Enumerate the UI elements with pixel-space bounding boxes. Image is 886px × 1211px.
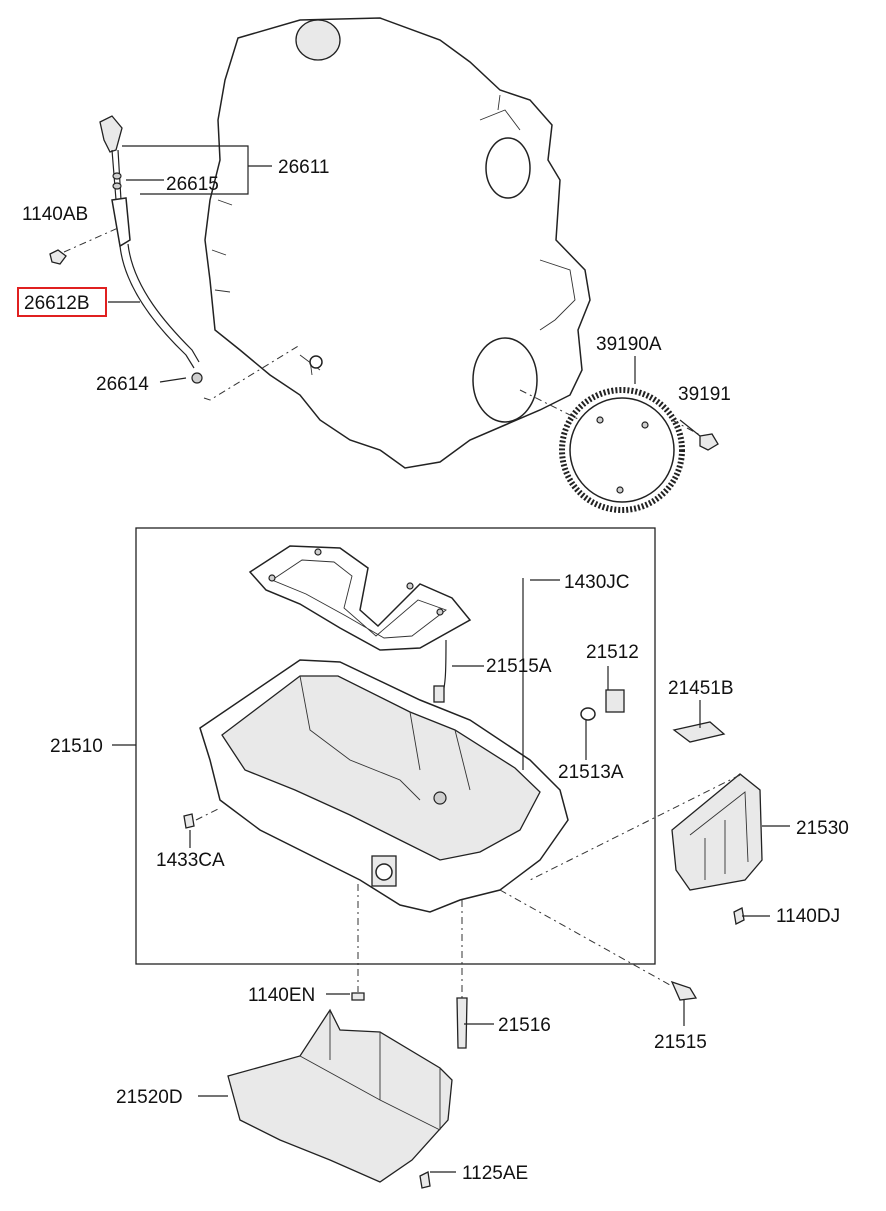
- oil-pan-group-frame: [135, 527, 656, 965]
- label-39191[interactable]: 39191: [678, 384, 731, 405]
- skid-plate-drawing: [227, 1008, 453, 1189]
- label-1140AB[interactable]: 1140AB: [22, 204, 88, 225]
- label-1430JC[interactable]: 1430JC: [564, 572, 630, 593]
- oil-pan-drawing: [199, 659, 569, 913]
- label-21520D[interactable]: 21520D: [116, 1087, 183, 1108]
- label-26615[interactable]: 26615: [166, 174, 219, 195]
- label-1140EN[interactable]: 1140EN: [248, 985, 315, 1006]
- leader-lines: [108, 145, 790, 1173]
- label-21513A[interactable]: 21513A: [558, 762, 624, 783]
- baffle-drawing: [529, 721, 763, 925]
- label-26614[interactable]: 26614: [96, 374, 149, 395]
- label-26612B[interactable]: 26612B: [24, 293, 90, 314]
- label-39190A[interactable]: 39190A: [596, 334, 662, 355]
- label-26611[interactable]: 26611: [278, 157, 329, 178]
- label-21512[interactable]: 21512: [586, 642, 639, 663]
- flexplate-drawing: [519, 387, 719, 513]
- label-21530[interactable]: 21530: [796, 818, 849, 839]
- bolt-1140AB-drawing: [49, 227, 119, 265]
- bolts-below-pan-drawing: [351, 884, 698, 1049]
- label-1433CA[interactable]: 1433CA: [156, 850, 225, 871]
- label-21510[interactable]: 21510: [50, 736, 103, 757]
- dipstick-assembly-drawing: [99, 115, 203, 384]
- label-21515A[interactable]: 21515A: [486, 656, 552, 677]
- small-parts-drawing: [183, 578, 625, 829]
- label-21451B[interactable]: 21451B: [668, 678, 734, 699]
- engine-block-drawing: [204, 17, 591, 469]
- label-21515[interactable]: 21515: [654, 1032, 707, 1053]
- label-1140DJ[interactable]: 1140DJ: [776, 906, 840, 927]
- highlight-box-26612B: [17, 287, 107, 317]
- label-21516[interactable]: 21516: [498, 1015, 551, 1036]
- label-1125AE[interactable]: 1125AE: [462, 1163, 528, 1184]
- gasket-drawing: [248, 545, 472, 651]
